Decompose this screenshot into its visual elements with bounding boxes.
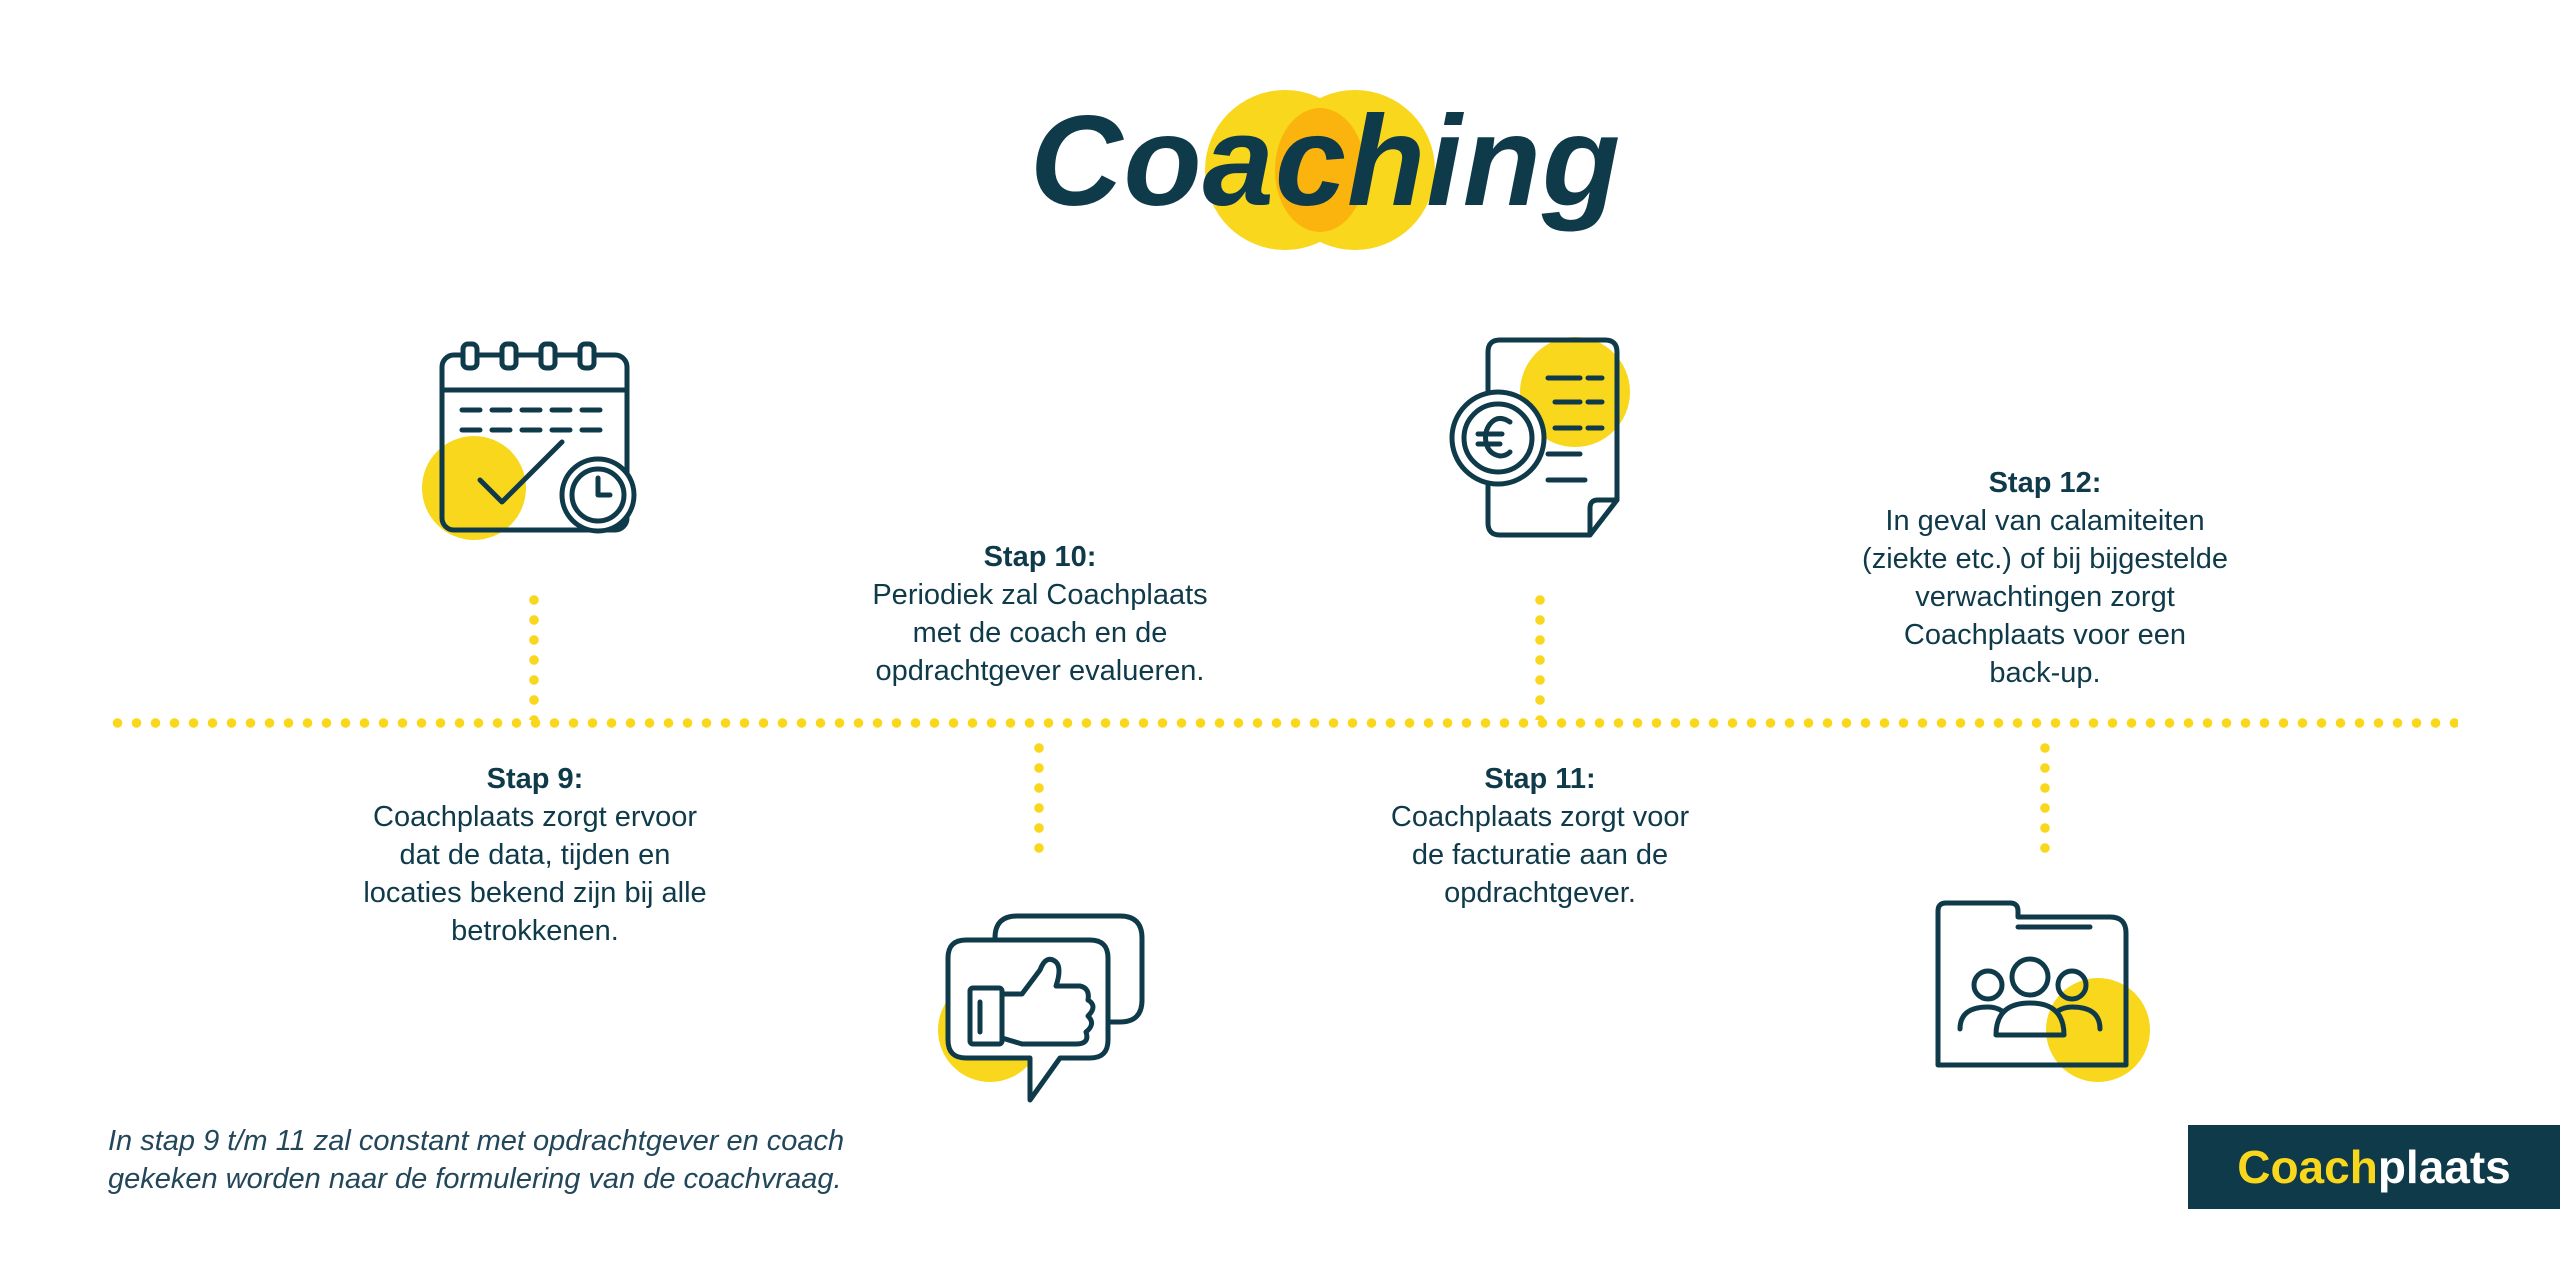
step-12: Stap 12: In geval van calamiteiten (ziek…: [1800, 464, 2290, 692]
logo-text-coach: Coach: [2237, 1141, 2378, 1193]
step-title: Stap 12:: [1988, 467, 2102, 499]
step-11: Stap 11: Coachplaats zorgt voor de factu…: [1320, 760, 1760, 912]
connector-step-12: [2040, 738, 2050, 858]
step-description: In geval van calamiteiten (ziekte etc.) …: [1862, 505, 2228, 689]
title-overlap-circle: [1275, 108, 1365, 232]
step-description: Coachplaats zorgt ervoor dat de data, ti…: [363, 801, 707, 947]
calendar-check-icon: [410, 330, 650, 550]
step-10: Stap 10: Periodiek zal Coachplaats met d…: [820, 538, 1260, 690]
connector-step-9: [529, 590, 539, 720]
timeline-dotted-line: [108, 718, 2458, 728]
group-folder-icon: [1930, 895, 2160, 1095]
page-title: Coaching: [1030, 90, 1622, 233]
connector-step-10: [1034, 738, 1044, 858]
logo-text-plaats: plaats: [2377, 1141, 2511, 1193]
step-title: Stap 9:: [486, 763, 584, 795]
step-9: Stap 9: Coachplaats zorgt ervoor dat de …: [310, 760, 760, 950]
title-graphic: Coaching: [1030, 70, 1622, 270]
footnote: In stap 9 t/m 11 zal constant met opdrac…: [108, 1125, 845, 1195]
connector-step-11: [1535, 590, 1545, 720]
step-description: Periodiek zal Coachplaats met de coach e…: [872, 579, 1208, 687]
thumbs-up-chat-icon: [930, 910, 1160, 1110]
step-title: Stap 10:: [983, 541, 1097, 573]
step-description: Coachplaats zorgt voor de facturatie aan…: [1390, 801, 1690, 909]
step-title: Stap 11:: [1484, 763, 1596, 795]
euro-invoice-icon: [1440, 330, 1650, 550]
